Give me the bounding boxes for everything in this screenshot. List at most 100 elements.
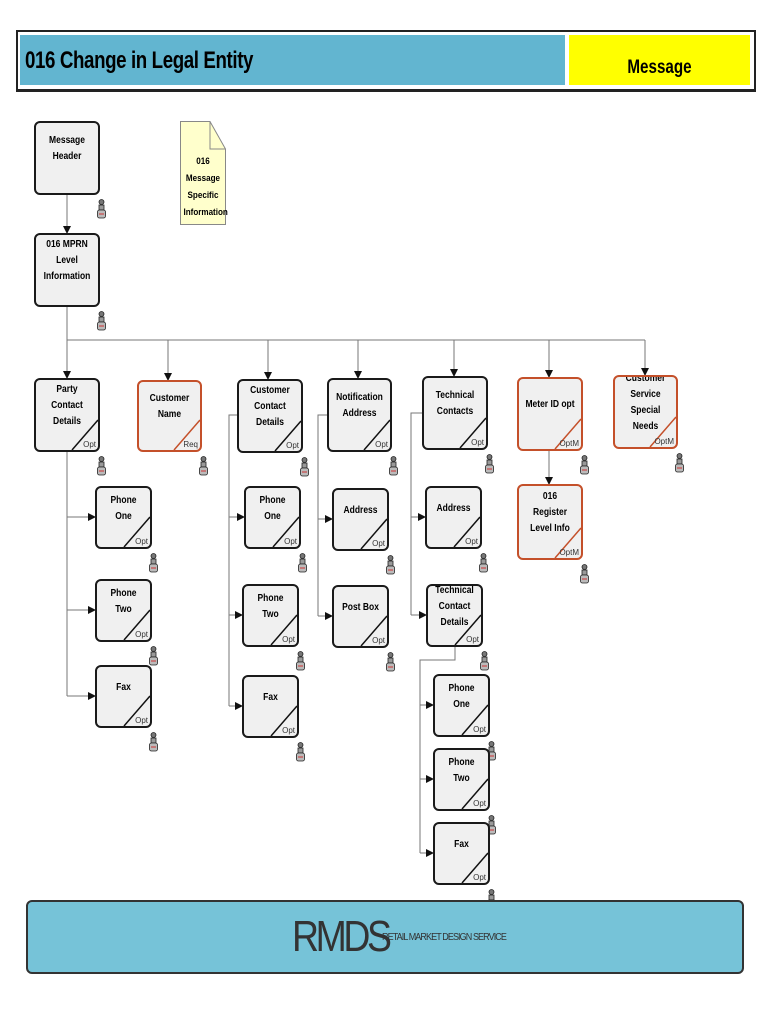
box-label: Notification Address	[336, 392, 383, 419]
cardinality-tag: Opt	[372, 539, 385, 548]
box-label: Address	[436, 502, 471, 514]
cardinality-tag: Opt	[471, 438, 484, 447]
box-label: Customer Contact Details	[250, 385, 290, 428]
person-icon	[386, 555, 395, 575]
box-message-header[interactable]: Message Header	[34, 121, 100, 195]
cardinality-tag: Opt	[83, 440, 96, 449]
cardinality-tag: Req	[183, 440, 198, 449]
corner-diagonal	[71, 419, 98, 450]
person-icon	[97, 456, 106, 476]
type-label: Message	[627, 57, 692, 78]
box-label: 016 MPRN Level Information	[43, 239, 91, 282]
corner-diagonal	[649, 416, 676, 447]
person-icon	[149, 553, 158, 573]
cardinality-tag: OptM	[654, 437, 674, 446]
box-label: Meter ID opt	[525, 399, 575, 410]
corner-diagonal	[453, 516, 480, 547]
cardinality-tag: Opt	[375, 440, 388, 449]
cardinality-tag: Opt	[372, 636, 385, 645]
corner-diagonal	[363, 419, 390, 450]
cardinality-tag: Opt	[286, 441, 299, 450]
cardinality-tag: Opt	[465, 537, 478, 546]
corner-diagonal	[360, 615, 387, 646]
box-label: Phone One	[259, 494, 286, 522]
corner-diagonal	[173, 419, 200, 450]
person-icon	[480, 651, 489, 671]
cardinality-tag: Opt	[473, 725, 486, 734]
note-line: 016	[196, 156, 210, 167]
rmds-logo: RMDS	[292, 912, 392, 961]
type-bar: Message	[569, 35, 750, 85]
box-label: Fax	[263, 691, 278, 703]
corner-diagonal	[459, 417, 486, 448]
corner-diagonal	[461, 704, 488, 735]
corner-diagonal	[123, 695, 150, 726]
corner-diagonal	[270, 614, 297, 645]
box-label: Post Box	[342, 601, 379, 613]
person-icon	[199, 456, 208, 476]
box-mprn-level-information[interactable]: 016 MPRN Level Information	[34, 233, 100, 307]
title-bar: 016 Change in Legal Entity	[20, 35, 565, 85]
box-label: Phone Two	[448, 756, 475, 784]
cardinality-tag: OptM	[559, 548, 579, 557]
box-label: Technical Contacts	[435, 390, 475, 417]
corner-diagonal	[270, 705, 297, 736]
cardinality-tag: Opt	[135, 537, 148, 546]
box-label: Customer Name	[149, 393, 190, 420]
corner-diagonal	[360, 518, 387, 549]
person-icon	[97, 199, 106, 219]
person-icon	[300, 457, 309, 477]
corner-diagonal	[272, 516, 299, 547]
box-label: Fax	[116, 681, 131, 693]
note-line: Information	[183, 207, 228, 218]
corner-diagonal	[554, 418, 581, 449]
cardinality-tag: OptM	[559, 439, 579, 448]
corner-diagonal	[454, 614, 481, 645]
cardinality-tag: Opt	[135, 630, 148, 639]
box-label: Customer Service Special Needs	[625, 375, 666, 432]
corner-diagonal	[461, 778, 488, 809]
person-icon	[580, 564, 589, 584]
page-title: 016 Change in Legal Entity	[25, 47, 254, 74]
rmds-footer: RMDS RETAIL MARKET DESIGN SERVICE	[26, 900, 744, 974]
cardinality-tag: Opt	[284, 537, 297, 546]
person-icon	[479, 553, 488, 573]
person-icon	[298, 553, 307, 573]
person-icon	[97, 311, 106, 331]
cardinality-tag: Opt	[282, 635, 295, 644]
person-icon	[389, 456, 398, 476]
person-icon	[296, 651, 305, 671]
person-icon	[675, 453, 684, 473]
box-label: Address	[343, 504, 378, 516]
corner-diagonal	[461, 852, 488, 883]
corner-diagonal	[123, 516, 150, 547]
message-specific-information-note: 016 Message Specific Information	[180, 121, 228, 225]
person-icon	[580, 455, 589, 475]
cardinality-tag: Opt	[282, 726, 295, 735]
box-label: Message Header	[49, 135, 85, 162]
box-label: Technical Contact Details	[435, 584, 474, 628]
rmds-subtitle: RETAIL MARKET DESIGN SERVICE	[382, 932, 507, 943]
box-label: Phone One	[448, 682, 475, 710]
